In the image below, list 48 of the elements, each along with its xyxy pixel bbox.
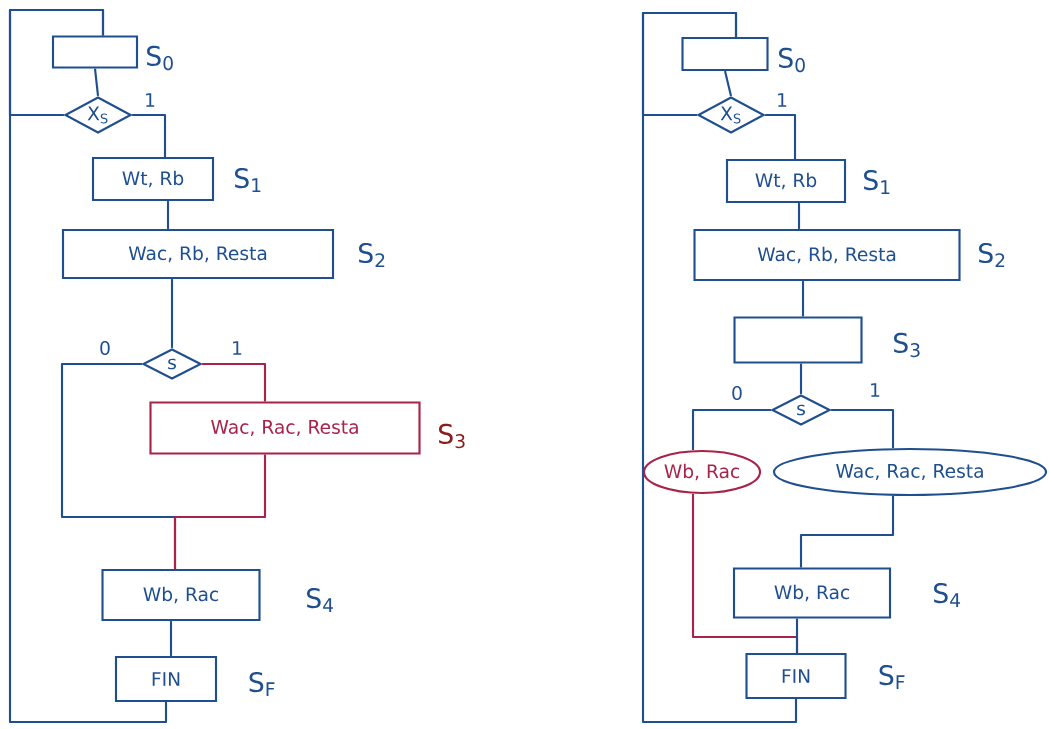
state-label: S$_{1}$ [235, 168, 261, 192]
process-box: Wb, Rac [732, 567, 892, 619]
connector-line [799, 363, 803, 394]
process-box [51, 35, 139, 69]
state-label: S$_{2}$ [359, 242, 385, 268]
process-box: FIN [114, 655, 218, 703]
connector-line [169, 621, 173, 656]
process-box: Wac, Rac, Resta [149, 401, 421, 455]
connector-line [795, 618, 799, 653]
state-label: S$_{4}$ [934, 583, 961, 607]
connector-line [641, 11, 798, 724]
connector-line [93, 68, 100, 97]
connector-line [170, 279, 174, 348]
state-label: S$_{3}$ [894, 332, 920, 358]
connector-line [166, 201, 170, 229]
connector-line [132, 113, 167, 157]
edge-label: 0 [97, 339, 113, 357]
connector-line [797, 203, 801, 229]
edge-label: 1 [774, 91, 790, 109]
connector-line [173, 454, 267, 569]
connector-line [202, 362, 267, 402]
state-label: S$_{1}$ [864, 170, 890, 194]
state-label: S$_{3}$ [439, 423, 465, 449]
process-box: Wt, Rb [725, 158, 847, 204]
edge-label: 1 [229, 339, 245, 357]
connector-line [831, 408, 895, 448]
state-label: S$_{0}$ [147, 45, 173, 71]
process-box: Wac, Rb, Resta [61, 228, 335, 280]
connector-line [8, 8, 168, 724]
process-box [733, 316, 863, 364]
state-label: S$_{0}$ [779, 47, 805, 73]
connector-line [765, 113, 797, 159]
process-box: Wac, Rb, Resta [693, 228, 961, 282]
state-label: S$_{4}$ [307, 588, 334, 612]
connector-line [723, 70, 733, 97]
connector-line [799, 496, 895, 568]
state-label: S$_{2}$ [979, 242, 1005, 268]
state-label: S$_{F}$ [879, 665, 905, 689]
connector-line [691, 408, 771, 450]
process-box [681, 36, 769, 72]
process-box: Wt, Rb [91, 156, 215, 202]
state-label: S$_{F}$ [249, 672, 275, 696]
process-box: FIN [745, 652, 847, 700]
edge-label: 1 [142, 91, 158, 109]
process-box: Wb, Rac [101, 568, 261, 622]
edge-label: 1 [867, 381, 883, 399]
connector-line [801, 281, 805, 317]
edge-label: 0 [729, 384, 745, 402]
